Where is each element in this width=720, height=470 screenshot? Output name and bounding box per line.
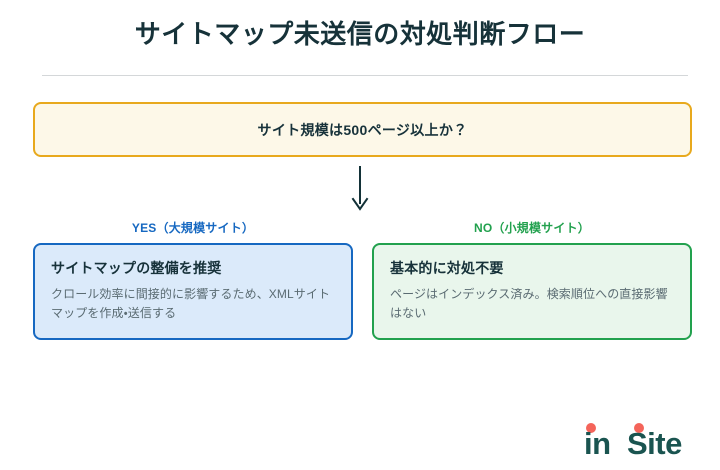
outcome-heading-no: 基本的に対処不要 (390, 260, 504, 276)
svg-text:Site: Site (627, 426, 682, 457)
brand-logo: in Site (584, 421, 694, 461)
branch-label-no: NO（小規模サイト） (473, 221, 590, 235)
branch-label-yes: YES（大規模サイト） (131, 221, 255, 235)
outcome-card-yes: サイトマップの整備を推奨 クロール効率に間接的に影響するため、XMLサイトマップ… (33, 243, 353, 340)
decision-node: サイト規模は500ページ以上か？ (33, 102, 692, 157)
outcome-card-no: 基本的に対処不要 ページはインデックス済み。検索順位への直接影響はない (372, 243, 692, 340)
svg-text:in: in (584, 426, 611, 457)
decision-question-text: サイト規模は500ページ以上か？ (257, 121, 468, 138)
arrow-down-icon (344, 166, 376, 212)
insite-logo-icon: in Site (584, 423, 683, 461)
outcome-body-yes: クロール効率に間接的に影響するため、XMLサイトマップを作成・送信する (51, 287, 331, 320)
title-divider (42, 75, 688, 76)
outcome-body-no: ページはインデックス済み。検索順位への直接影響はない (390, 287, 668, 320)
outcome-heading-yes: サイトマップの整備を推奨 (51, 260, 222, 276)
page-title: サイトマップ未送信の対処判断フロー (134, 19, 586, 49)
